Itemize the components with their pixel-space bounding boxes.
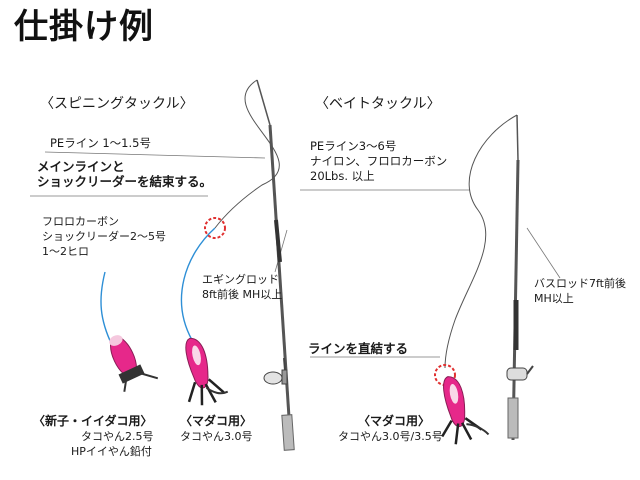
madako-jig-spinning (185, 337, 229, 406)
spinning-reel (263, 357, 288, 385)
bait-rod-spec: バスロッド7ft前後 MH以上 (534, 276, 626, 306)
knot-note-line-2: ショックリーダーを結束する。 (37, 174, 213, 189)
bait-rod-spec-line-2: MH以上 (534, 292, 574, 305)
bait-main-line (444, 114, 518, 369)
spinning-rod-spec-line-2: 8ft前後 MH以上 (202, 288, 283, 301)
bait-line-spec-1: PEライン3～6号 (310, 139, 397, 153)
spinning-main-line (214, 79, 280, 229)
bait-reel (506, 365, 534, 381)
madako-bait-label: 〈マダコ用〉 タコやん3.0号/3.5号 (338, 414, 443, 444)
knot-marker-spinning (204, 217, 226, 239)
spinning-pe-line-spec: PEライン 1～1.5号 (50, 136, 151, 150)
bait-rod (507, 114, 520, 441)
small-jig-line (100, 271, 113, 346)
madako-bait-spec: タコやん3.0号/3.5号 (338, 430, 443, 443)
leader-spec-line-2: ショックリーダー2～5号 (42, 230, 166, 243)
small-jig (109, 335, 159, 392)
bait-rod-spec-line-1: バスロッド7ft前後 (534, 277, 626, 290)
madako-jig-bait (441, 376, 490, 445)
spinning-rod-spec: エギングロッド 8ft前後 MH以上 (202, 272, 282, 302)
small-jig-title: 〈新子・イイダコ用〉 (33, 414, 153, 428)
pe-line-callout (44, 151, 266, 159)
madako-spinning-label: 〈マダコ用〉 タコやん3.0号 (180, 414, 253, 444)
small-jig-spec-1: タコやん2.5号 (81, 430, 154, 443)
madako-bait-title: 〈マダコ用〉 (358, 414, 431, 428)
knot-note: メインラインと ショックリーダーを結束する。 (37, 159, 212, 189)
madako-spinning-spec: タコやん3.0号 (180, 430, 253, 443)
small-jig-label: 〈新子・イイダコ用〉 タコやん2.5号 HPイイやん鉛付 (33, 414, 154, 459)
madako-spinning-title: 〈マダコ用〉 (180, 414, 253, 428)
leader-spec-line-1: フロロカーボン (42, 215, 119, 228)
bait-header: 〈ベイトタックル〉 (315, 96, 441, 112)
direct-knot-note: ラインを直結する (308, 341, 409, 356)
knot-note-line-1: メインラインと (37, 159, 125, 174)
spinning-leader-line (180, 227, 216, 341)
leader-spec: フロロカーボン ショックリーダー2～5号 1～2ヒロ (42, 214, 166, 259)
spinning-rod (256, 79, 295, 451)
leader-spec-line-3: 1～2ヒロ (42, 245, 89, 258)
spinning-rod-spec-line-1: エギングロッド (202, 273, 279, 286)
small-jig-spec-2: HPイイやん鉛付 (71, 445, 152, 458)
bait-rod-callout (526, 227, 561, 279)
bait-line-spec: PEライン3～6号 ナイロン、フロロカーボン 20Lbs. 以上 (310, 139, 447, 184)
page-title: 仕掛け例 (14, 7, 154, 47)
spin-rod-callout (274, 229, 288, 273)
bait-line-spec-3: 20Lbs. 以上 (310, 169, 375, 183)
spinning-header: 〈スピニングタックル〉 (40, 96, 194, 112)
bait-line-spec-2: ナイロン、フロロカーボン (310, 154, 448, 168)
